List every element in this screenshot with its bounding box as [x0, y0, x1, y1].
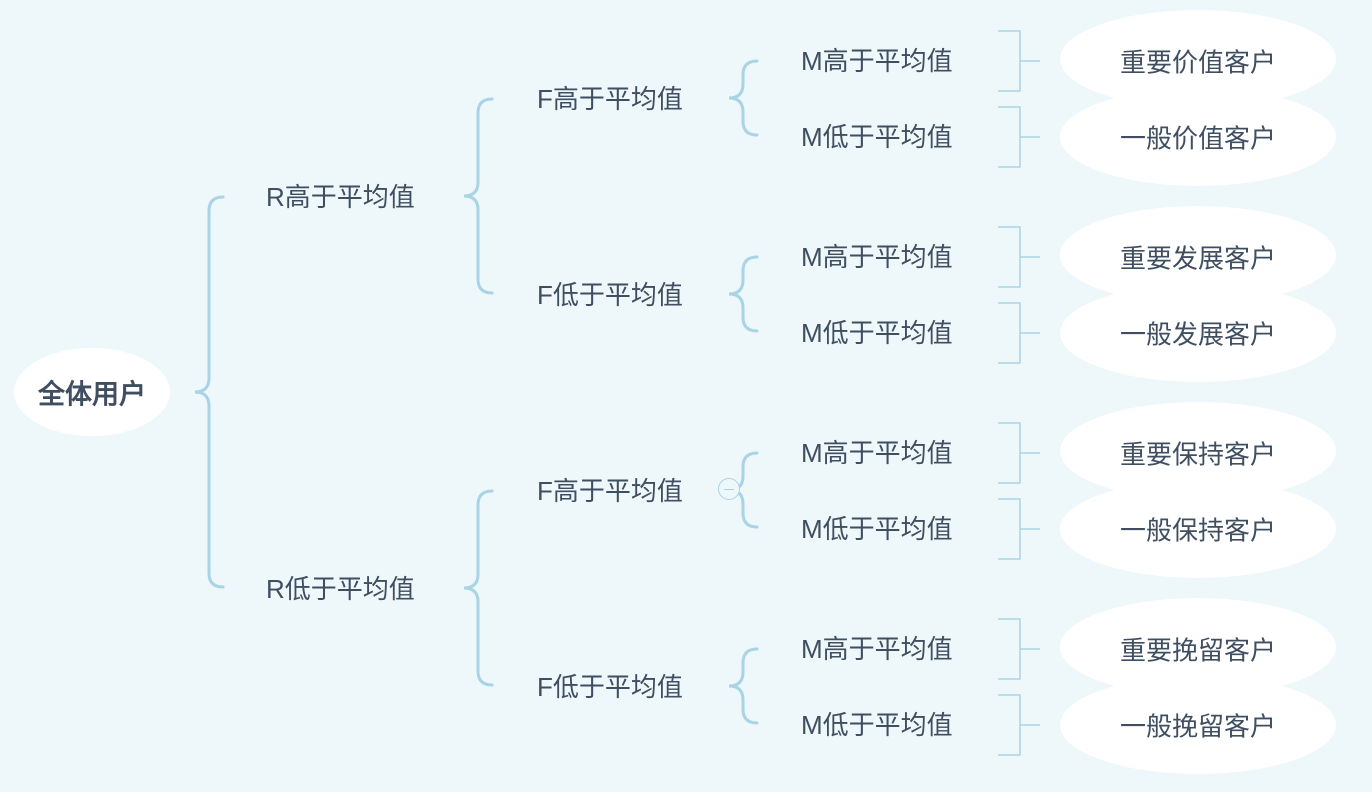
leaf-label: 重要挽留客户	[1119, 635, 1276, 666]
m-node[interactable]: M低于平均值	[801, 122, 953, 152]
f-node[interactable]: F低于平均值	[537, 280, 683, 310]
minus-circle-icon[interactable]	[718, 478, 740, 500]
m-bracket	[998, 422, 1040, 484]
f-node[interactable]: F高于平均值	[537, 84, 683, 114]
m-bracket	[998, 618, 1040, 680]
m-node[interactable]: M高于平均值	[801, 438, 953, 468]
leaf-label: 一般价值客户	[1119, 123, 1276, 154]
m-bracket	[998, 106, 1040, 168]
leaf-label: 一般保持客户	[1119, 515, 1276, 546]
m-bracket	[998, 302, 1040, 364]
f-brace	[728, 255, 759, 333]
m-node[interactable]: M低于平均值	[801, 710, 953, 740]
f-brace	[728, 59, 759, 137]
root-bubble[interactable]	[14, 348, 170, 436]
leaf-bubble[interactable]	[1060, 480, 1336, 578]
m-bracket	[998, 694, 1040, 756]
r-brace	[463, 97, 494, 295]
m-bracket	[998, 226, 1040, 288]
leaf-label: 一般挽留客户	[1119, 711, 1276, 742]
r-node-high[interactable]: R高于平均值	[266, 182, 415, 212]
leaf-label: 重要保持客户	[1119, 439, 1276, 470]
leaf-bubble[interactable]	[1060, 284, 1336, 382]
f-node[interactable]: F低于平均值	[537, 672, 683, 702]
m-bracket	[998, 30, 1040, 92]
m-node[interactable]: M低于平均值	[801, 318, 953, 348]
leaf-bubble[interactable]	[1060, 676, 1336, 774]
m-node[interactable]: M低于平均值	[801, 514, 953, 544]
m-node[interactable]: M高于平均值	[801, 46, 953, 76]
f-node[interactable]: F高于平均值	[537, 476, 683, 506]
r-node-low[interactable]: R低于平均值	[266, 574, 415, 604]
m-bracket	[998, 498, 1040, 560]
leaf-label: 重要价值客户	[1119, 47, 1276, 78]
m-node[interactable]: M高于平均值	[801, 242, 953, 272]
m-node[interactable]: M高于平均值	[801, 634, 953, 664]
root-brace	[194, 195, 225, 589]
r-brace	[463, 489, 494, 687]
leaf-label: 重要发展客户	[1119, 243, 1276, 274]
root-node-label: 全体用户	[38, 379, 146, 410]
leaf-bubble[interactable]	[1060, 88, 1336, 186]
f-brace	[728, 647, 759, 725]
leaf-label: 一般发展客户	[1119, 319, 1276, 350]
